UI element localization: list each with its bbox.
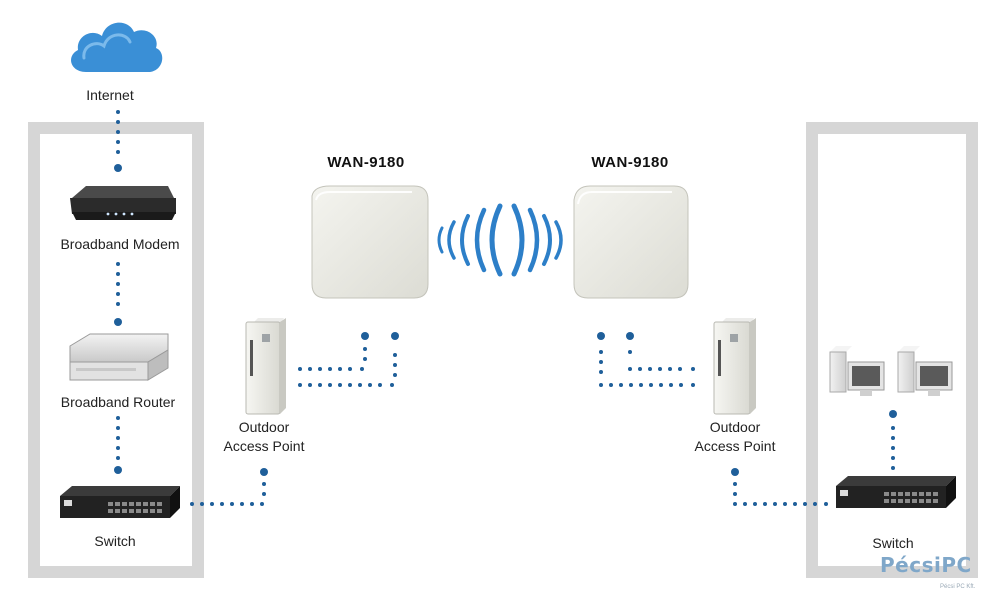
switch-left-label: Switch xyxy=(94,533,136,549)
modem-label: Broadband Modem xyxy=(60,236,180,252)
link-modem-router xyxy=(114,262,122,326)
watermark-subtext: Pécsi PC Kft. xyxy=(940,584,976,590)
link-ap-antenna-left xyxy=(298,332,399,387)
switch-right-label: Switch xyxy=(872,535,914,551)
ap-left-label-line1: Outdoor xyxy=(238,419,290,435)
link-ap-switch-right xyxy=(731,468,828,506)
ap-right-label-line1: Outdoor xyxy=(709,419,761,435)
access-point-icon xyxy=(245,318,286,415)
ap-right-label-line2: Access Point xyxy=(694,438,776,454)
link-pc-switch-right xyxy=(889,410,897,470)
wan-left-title: WAN-9180 xyxy=(327,154,405,171)
access-point-icon xyxy=(713,318,756,415)
link-router-switch xyxy=(114,416,122,474)
wan-right-title: WAN-9180 xyxy=(591,154,669,171)
panel-antenna-icon xyxy=(311,185,429,299)
link-switch-ap-left xyxy=(190,468,268,506)
dotted-links-left xyxy=(114,110,399,506)
watermark-logo: PécsiPC xyxy=(880,553,972,577)
right-lan-frame xyxy=(806,122,978,578)
signal-waves-icon xyxy=(437,203,563,277)
dotted-links-right xyxy=(597,332,897,506)
modem-icon xyxy=(70,186,176,220)
router-label: Broadband Router xyxy=(60,394,176,410)
ap-left-label-line2: Access Point xyxy=(223,438,305,454)
link-antenna-ap-right xyxy=(597,332,695,387)
router-icon xyxy=(69,333,169,381)
desktop-pc-icon xyxy=(897,346,953,396)
switch-icon xyxy=(836,476,956,508)
link-internet-modem xyxy=(114,110,122,172)
desktop-pc-icon xyxy=(829,346,885,396)
internet-label: Internet xyxy=(86,87,134,103)
switch-icon xyxy=(60,486,180,518)
panel-antenna-icon xyxy=(573,185,689,299)
cloud-icon xyxy=(71,22,163,72)
